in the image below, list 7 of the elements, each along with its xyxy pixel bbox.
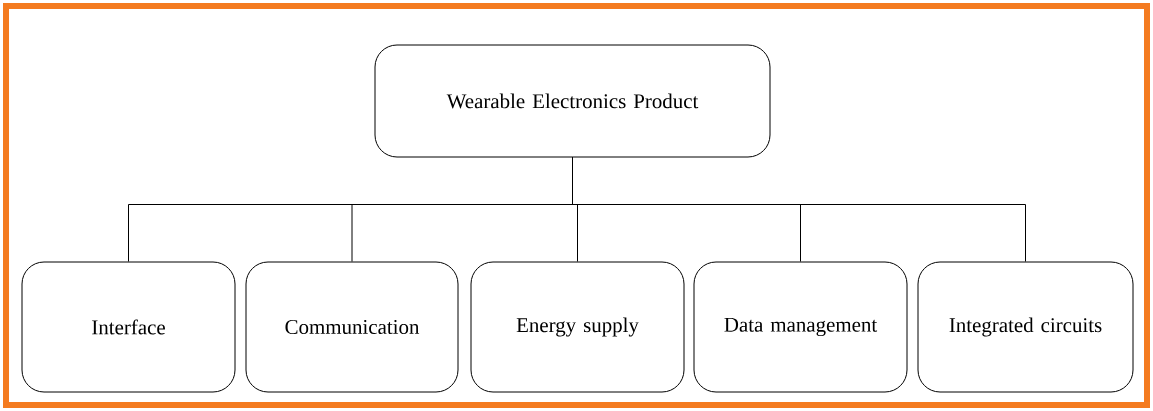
root-box: Wearable Electronics Product [374, 44, 771, 158]
category-box: Communication [245, 261, 459, 393]
category-box: Integrated circuits [917, 261, 1134, 393]
category-box: Interface [21, 261, 236, 393]
category-box: Energy supply [470, 261, 685, 393]
connector-line [572, 157, 1026, 262]
category-box: Data management [693, 261, 908, 393]
